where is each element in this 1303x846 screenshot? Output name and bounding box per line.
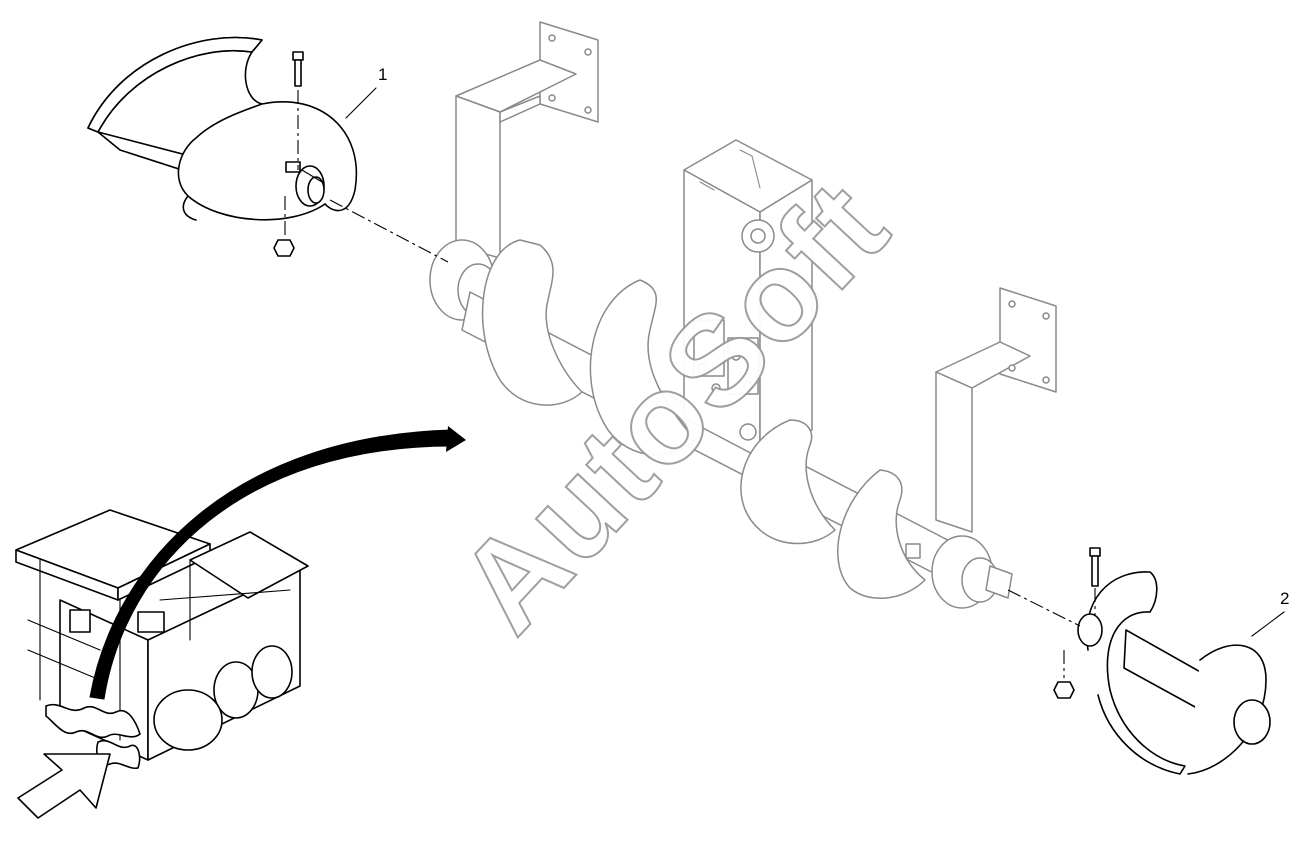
callout-2: 2	[1280, 589, 1290, 608]
bolt-1	[292, 51, 304, 87]
leader-line-1	[345, 87, 377, 119]
part-2-auger-end	[1053, 547, 1271, 775]
left-auger-flight	[481, 239, 583, 406]
explode-line-right	[1007, 589, 1081, 627]
explode-line-left	[329, 199, 449, 263]
right-auger-flight	[740, 419, 836, 545]
location-pointer-arrow	[17, 753, 111, 819]
left-auger-flight-2	[589, 279, 696, 456]
callout-1: 1	[378, 65, 388, 84]
nut-2	[1053, 681, 1075, 699]
right-hanger-bracket	[905, 287, 1057, 609]
gearbox	[683, 139, 813, 459]
nut-1	[273, 239, 295, 257]
auger-highlight	[45, 703, 141, 739]
right-auger-flight-2	[837, 469, 926, 600]
curved-direction-arrow	[89, 426, 466, 700]
paver-locator	[15, 509, 309, 770]
auger-assembly	[429, 21, 1057, 609]
bolt-2	[1089, 547, 1101, 587]
part-1-auger-segment	[87, 36, 358, 257]
leader-line-2	[1251, 611, 1285, 637]
